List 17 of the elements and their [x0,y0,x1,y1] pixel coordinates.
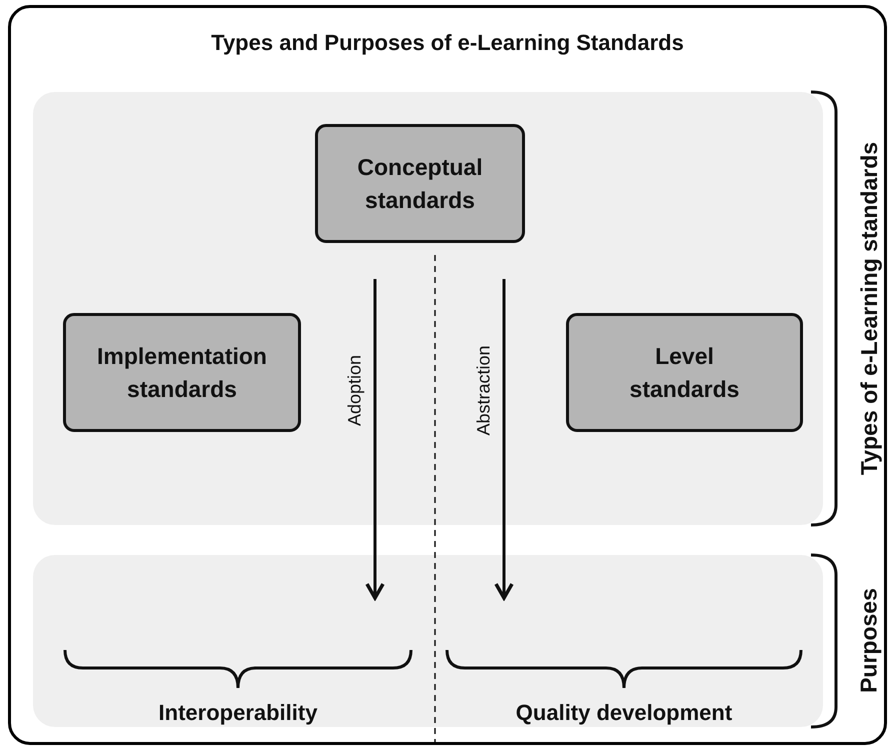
box-label: Level standards [628,342,740,404]
box-label: Implementation standards [96,342,268,404]
standard-box [315,124,525,243]
bracket-label: Purposes [856,587,882,695]
group-panel [33,92,823,525]
standard-box [566,313,803,432]
diagram-title: Types and Purposes of e-Learning Standards [210,30,685,56]
arrow [365,279,385,600]
purpose-label: Quality development [514,700,734,726]
box-label: Conceptual standards [356,153,484,214]
bracket-label: Types of e-Learning standards [856,140,882,477]
edge-label: Adoption [344,354,366,428]
group-panel [33,555,823,727]
purpose-label: Interoperability [158,700,318,726]
edge-label: Abstraction [474,344,494,438]
standard-box [63,313,301,432]
arrow [494,279,514,600]
